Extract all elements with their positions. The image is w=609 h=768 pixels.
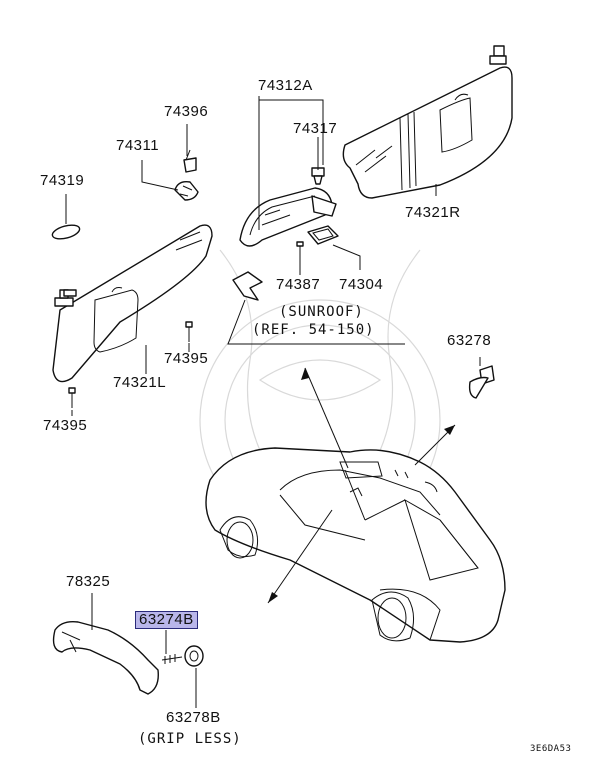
label-74321L: 74321L xyxy=(113,374,167,391)
assist-grip xyxy=(52,620,159,695)
label-78325: 78325 xyxy=(66,573,111,590)
diagram-code: 3E6DA53 xyxy=(530,744,572,754)
leader-lines xyxy=(65,96,481,708)
label-63278B: 63278B xyxy=(166,709,221,726)
label-63274B[interactable]: 63274B xyxy=(135,611,198,629)
car-body xyxy=(205,447,506,643)
mirror-pad xyxy=(307,225,339,245)
screw-74395-low xyxy=(68,387,76,408)
label-sunroof-ref: (REF. 54-150) xyxy=(252,322,375,338)
rear-view-mirror xyxy=(239,167,337,247)
label-74319: 74319 xyxy=(40,172,85,189)
direction-arrows xyxy=(267,367,456,604)
label-grip-less: (GRIP LESS) xyxy=(138,731,242,747)
label-74321R: 74321R xyxy=(405,204,461,221)
label-sunroof: (SUNROOF) xyxy=(279,304,364,320)
label-63278: 63278 xyxy=(447,332,492,349)
label-74396: 74396 xyxy=(164,103,209,120)
sunroof-bracket xyxy=(232,271,263,301)
clip-74396 xyxy=(183,149,197,173)
sun-visor-left xyxy=(52,224,213,383)
label-74304: 74304 xyxy=(339,276,384,293)
label-74387: 74387 xyxy=(276,276,321,293)
sun-visor-right xyxy=(342,45,513,199)
label-74311: 74311 xyxy=(116,137,160,154)
screw-74395-mid xyxy=(185,321,193,342)
cap-74319 xyxy=(51,224,81,240)
screw-74387 xyxy=(296,241,304,260)
label-74317: 74317 xyxy=(293,120,338,137)
label-74395-mid: 74395 xyxy=(164,350,209,367)
cap-63278B xyxy=(184,645,204,667)
holder-74311 xyxy=(174,180,199,201)
label-74312A: 74312A xyxy=(258,77,313,94)
clip-63278 xyxy=(468,365,495,399)
bolt-63274B xyxy=(161,654,183,664)
label-74395-low: 74395 xyxy=(43,417,88,434)
